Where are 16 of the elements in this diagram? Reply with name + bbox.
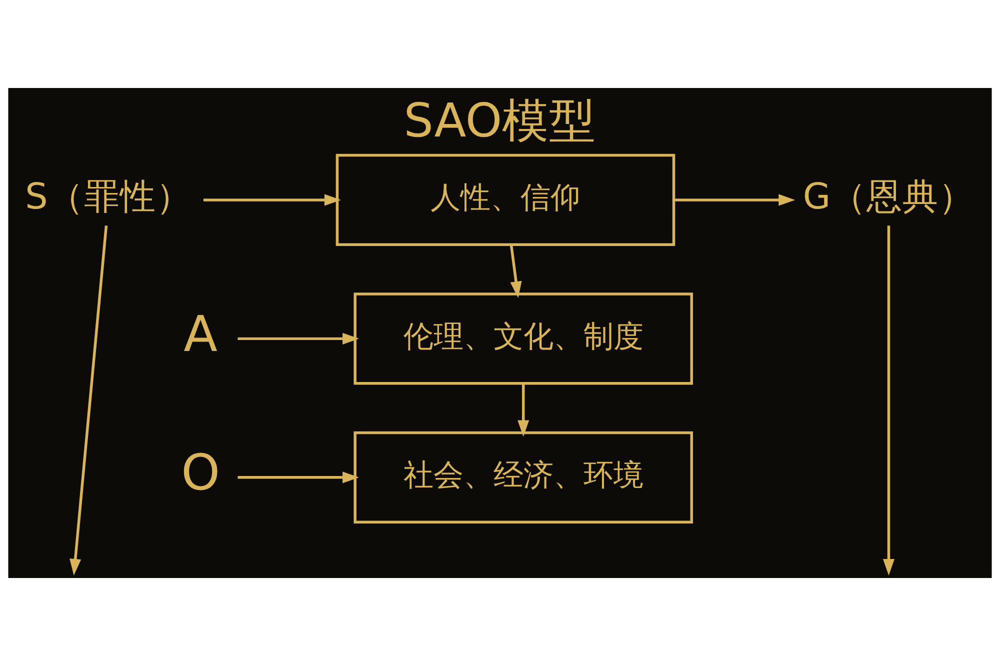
node-text: A bbox=[184, 304, 218, 363]
node-box: 人性、信仰 bbox=[336, 154, 676, 246]
arrow bbox=[510, 244, 522, 298]
diagram-title: SAO模型 bbox=[404, 94, 596, 148]
node-text: G（恩典） bbox=[802, 176, 975, 218]
node-box: 伦理、文化、制度 bbox=[354, 292, 693, 385]
node-box: 社会、经济、环境 bbox=[354, 431, 693, 524]
arrow bbox=[882, 226, 895, 576]
node-text: S（罪性） bbox=[25, 176, 192, 218]
arrow bbox=[70, 225, 108, 576]
arrow bbox=[238, 472, 360, 484]
arrow bbox=[238, 332, 360, 344]
arrow bbox=[518, 383, 530, 437]
arrow bbox=[674, 194, 796, 206]
node-text: O bbox=[181, 444, 220, 502]
arrow bbox=[204, 194, 341, 206]
